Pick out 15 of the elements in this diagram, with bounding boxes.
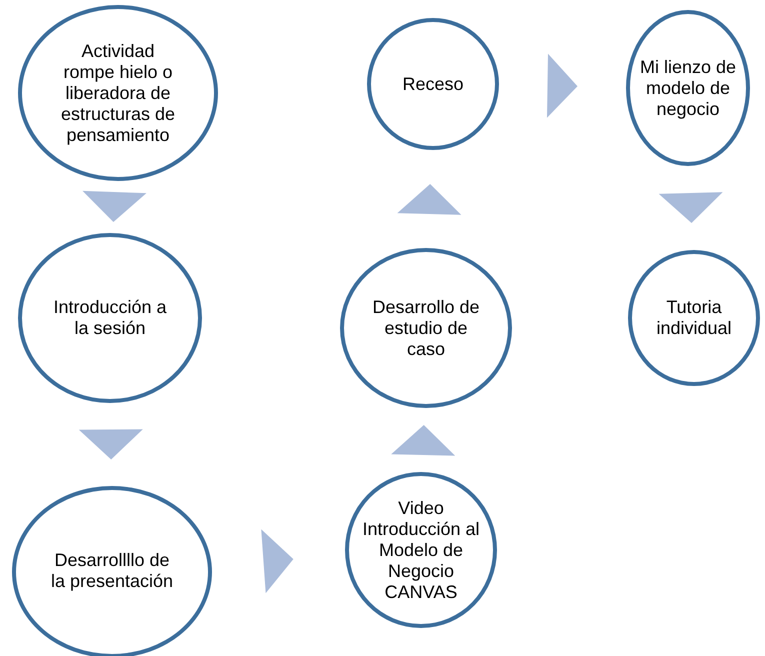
chevron-arrow [391,425,456,456]
chevron-arrow [78,429,143,460]
node-label: Desarrollo de estudio de caso [371,296,481,360]
node-label: Mi lienzo de modelo de negocio [638,56,738,120]
node-label: Video Introducción al Modelo de Negocio CANVAS [361,498,481,602]
chevron-arrow [261,529,294,594]
node-label: Actividad rompe hielo o liberadora de estructuras de pensamiento [60,40,176,146]
chevron-arrow [397,184,462,215]
node-label: Tutoria individual [655,297,733,339]
node-label: Desarrollllo de la presentación [50,550,174,592]
chevron-arrow [547,54,578,118]
node-label: Introducción a la sesión [52,297,168,339]
node-label: Receso [401,74,465,94]
chevron-arrow [658,192,723,223]
chevron-arrow [82,190,146,222]
